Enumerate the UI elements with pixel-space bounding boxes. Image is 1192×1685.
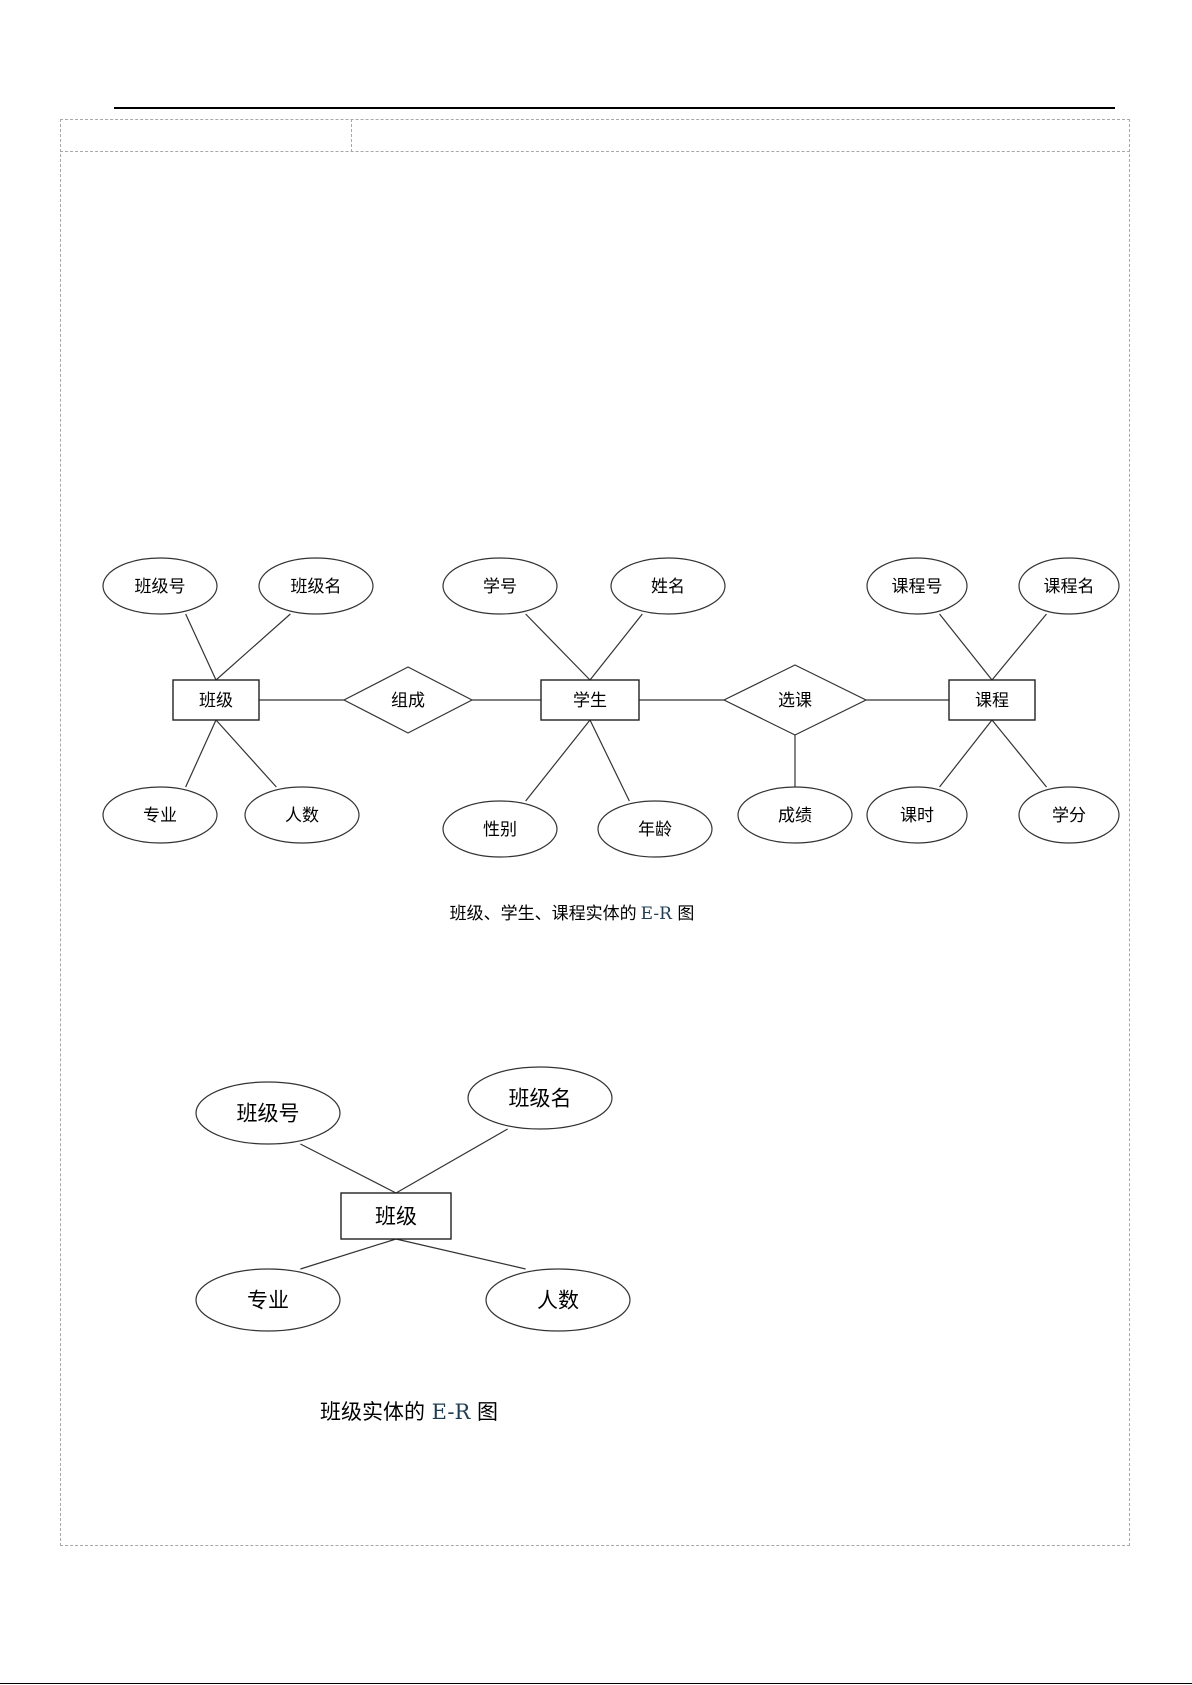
node-label-student-no: 学号: [483, 577, 517, 597]
node-label-count: 人数: [285, 806, 319, 826]
node-label-class-name: 班级名: [291, 577, 342, 597]
node-label-major: 专业: [143, 806, 177, 826]
node-label-student-name: 姓名: [651, 577, 685, 597]
edge-class-no-class: [300, 1144, 396, 1193]
edge-major-class: [186, 720, 216, 787]
edge-major-class: [300, 1239, 396, 1269]
edge-age-student: [590, 720, 629, 801]
edge-class-name-class: [396, 1129, 508, 1193]
node-label-course-name: 课程名: [1044, 577, 1095, 597]
edge-count-class: [216, 720, 276, 787]
caption-class-suffix: 图: [470, 1400, 498, 1424]
node-label-class: 班级: [375, 1205, 417, 1229]
node-label-class: 班级: [199, 691, 233, 711]
node-label-select: 选课: [778, 691, 812, 711]
edge-student-name-student: [590, 614, 642, 680]
caption-class-er: E-R: [432, 1400, 472, 1424]
node-label-course-no: 课程号: [892, 577, 943, 597]
node-label-gender: 性别: [483, 820, 517, 840]
edge-course-name-course: [992, 614, 1047, 680]
edge-class-name-class: [216, 614, 290, 680]
node-label-count: 人数: [537, 1289, 579, 1313]
caption-full-prefix: 班级、学生、课程实体的: [450, 904, 637, 924]
node-label-credit: 学分: [1052, 806, 1086, 826]
node-label-course: 课程: [975, 691, 1009, 711]
edge-student-no-student: [526, 614, 590, 680]
edge-count-class: [396, 1239, 526, 1269]
caption-full-er: E-R: [641, 904, 673, 924]
node-label-major: 专业: [247, 1289, 289, 1313]
node-label-class-no: 班级号: [135, 577, 186, 597]
edge-hours-course: [940, 720, 993, 787]
caption-class-prefix: 班级实体的: [320, 1400, 432, 1424]
edge-course-no-course: [940, 614, 993, 680]
edge-credit-course: [992, 720, 1047, 787]
caption-full-suffix: 图: [672, 904, 694, 924]
node-label-class-name: 班级名: [509, 1087, 572, 1111]
caption-class: 班级实体的 E-R 图: [320, 1400, 498, 1424]
node-label-age: 年龄: [638, 820, 672, 840]
node-label-hours: 课时: [900, 806, 934, 826]
node-label-student: 学生: [573, 691, 607, 711]
node-label-grade: 成绩: [778, 806, 812, 826]
edge-gender-student: [526, 720, 590, 801]
edge-class-no-class: [186, 614, 216, 680]
node-label-compose: 组成: [391, 691, 425, 711]
node-label-class-no: 班级号: [237, 1102, 300, 1126]
